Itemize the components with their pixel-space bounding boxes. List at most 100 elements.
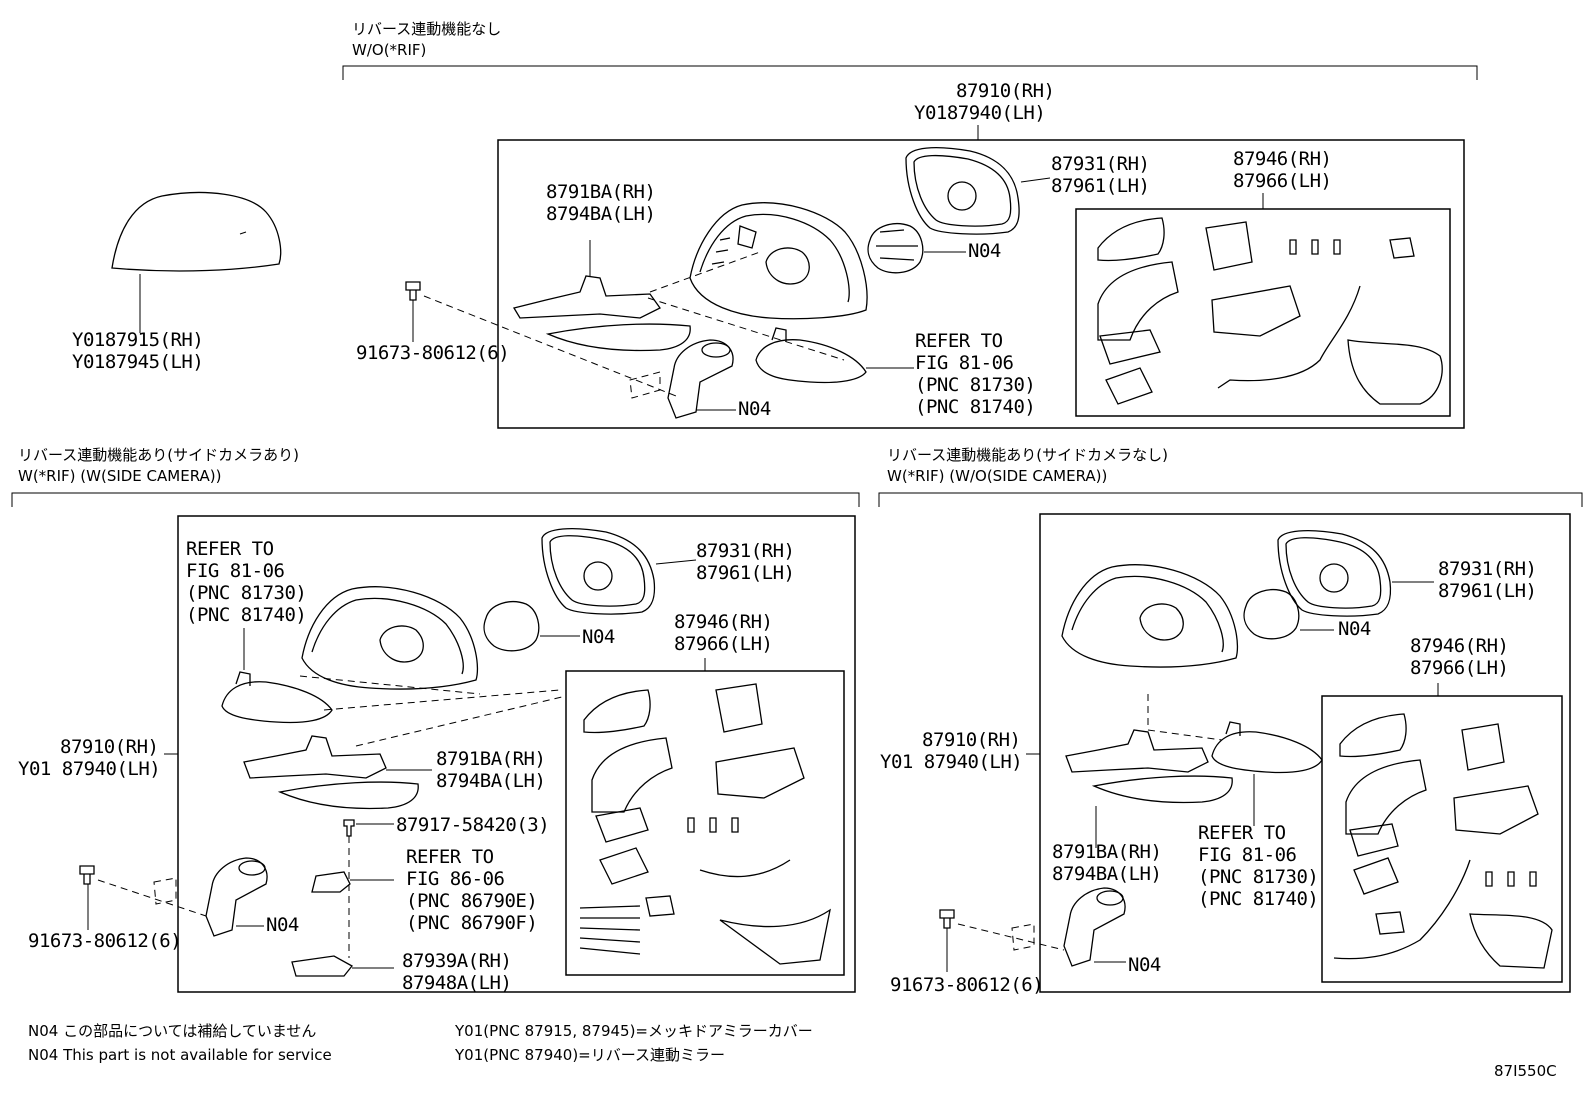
top-housing-drawing [689,202,868,320]
right-harness-box [1321,695,1563,983]
top-refer-line-1: REFER TO [915,330,1003,352]
right-housing-drawing [1061,564,1239,668]
top-actuator-drawing [867,223,966,274]
top-lamp-drawing [755,327,914,384]
top-refer-line-2: FIG 81-06 [915,352,1014,374]
top-visor-label-lh[interactable]: 8794BA(LH) [546,203,656,225]
left-camera-cover-label-rh[interactable]: 87939A(RH) [402,950,512,972]
right-heading-en: W(*RIF) (W/O(SIDE CAMERA)) [887,467,1108,485]
top-heading-jp: リバース連動機能なし [352,20,502,38]
top-screw-drawing [405,251,845,399]
left-refer-lamp-line-1: REFER TO [186,538,274,560]
mirror-cover-drawing [111,191,282,333]
figure-id: 87I550C [1494,1062,1557,1080]
right-actuator-drawing [1243,589,1334,640]
top-actuator-n04[interactable]: N04 [968,240,1001,262]
top-assembly-box [497,139,1465,429]
left-assembly-label-lh[interactable]: Y01 87940(LH) [18,758,161,780]
left-harness-label-lh[interactable]: 87966(LH) [674,633,773,655]
left-base-n04[interactable]: N04 [266,914,299,936]
top-harness-label-rh[interactable]: 87946(RH) [1233,148,1332,170]
left-refer-lamp-line-3[interactable]: (PNC 81730) [186,582,307,604]
right-harness-label-rh[interactable]: 87946(RH) [1410,635,1509,657]
right-actuator-n04[interactable]: N04 [1338,618,1371,640]
top-glass-label-lh[interactable]: 87961(LH) [1051,175,1150,197]
right-screw-label[interactable]: 91673-80612(6) [890,974,1044,996]
right-assembly-box [1039,513,1571,993]
right-refer-line-3[interactable]: (PNC 81730) [1198,866,1319,888]
right-visor-label-lh[interactable]: 8794BA(LH) [1052,863,1162,885]
right-base-n04[interactable]: N04 [1128,954,1161,976]
left-heading-en: W(*RIF) (W(SIDE CAMERA)) [18,467,222,485]
cover-label-lh[interactable]: Y0187945(LH) [72,351,204,373]
left-refer-camera-note: REFER TO FIG 86-06 (PNC 86790E) (PNC 867… [406,846,538,934]
right-glass-label-lh[interactable]: 87961(LH) [1438,580,1537,602]
left-actuator-drawing [483,601,580,652]
top-visor-drawing [512,240,691,352]
left-refer-camera-line-3[interactable]: (PNC 86790E) [406,890,538,912]
left-refer-lamp-line-4[interactable]: (PNC 81740) [186,604,307,626]
right-screw-drawing [939,909,1065,972]
left-visor-label-rh[interactable]: 8791BA(RH) [436,748,546,770]
left-refer-camera-line-2: FIG 86-06 [406,868,505,890]
top-base-n04[interactable]: N04 [738,398,771,420]
top-harness-parts [1097,217,1443,405]
left-harness-label-rh[interactable]: 87946(RH) [674,611,773,633]
note-y01-cover: Y01(PNC 87915, 87945)=メッキドアミラーカバー [455,1022,813,1040]
left-heading-jp: リバース連動機能あり(サイドカメラあり) [18,446,299,464]
left-assembly-label-rh[interactable]: 87910(RH) [60,736,159,758]
section-bracket-right [878,492,1583,507]
left-refer-lamp-note: REFER TO FIG 81-06 (PNC 81730) (PNC 8174… [186,538,307,626]
top-refer-line-4[interactable]: (PNC 81740) [915,396,1036,418]
top-glass-label-rh[interactable]: 87931(RH) [1051,153,1150,175]
top-assembly-label-rh[interactable]: 87910(RH) [956,80,1055,102]
left-actuator-n04[interactable]: N04 [582,626,615,648]
right-visor-drawing [1065,694,1233,848]
top-visor-label-rh[interactable]: 8791BA(RH) [546,181,656,203]
left-glass-drawing [541,528,697,615]
note-y01-mirror: Y01(PNC 87940)=リバース連動ミラー [455,1046,725,1064]
right-visor-label-rh[interactable]: 8791BA(RH) [1052,841,1162,863]
left-glass-label-rh[interactable]: 87931(RH) [696,540,795,562]
top-assembly-label-lh[interactable]: Y0187940(LH) [914,102,1046,124]
top-refer-line-3[interactable]: (PNC 81730) [915,374,1036,396]
left-refer-camera-line-4[interactable]: (PNC 86790F) [406,912,538,934]
section-bracket-left [11,492,860,507]
top-screw-label[interactable]: 91673-80612(6) [356,342,510,364]
left-camera-cover-label-lh[interactable]: 87948A(LH) [402,972,512,994]
top-base-drawing [667,339,736,419]
right-harness-label-lh[interactable]: 87966(LH) [1410,657,1509,679]
left-refer-camera-line-1: REFER TO [406,846,494,868]
left-glass-label-lh[interactable]: 87961(LH) [696,562,795,584]
section-bracket-top [342,65,1478,80]
right-refer-note: REFER TO FIG 81-06 (PNC 81730) (PNC 8174… [1198,822,1319,910]
note-n04-en: N04 This part is not available for servi… [28,1046,332,1064]
top-harness-label-lh[interactable]: 87966(LH) [1233,170,1332,192]
right-refer-line-4[interactable]: (PNC 81740) [1198,888,1319,910]
left-harness-parts [579,683,831,965]
right-harness-parts [1333,713,1553,969]
right-assembly-label-lh[interactable]: Y01 87940(LH) [880,751,1023,773]
top-heading-en: W/O(*RIF) [352,41,427,59]
right-refer-line-2: FIG 81-06 [1198,844,1297,866]
left-screw-drawing [79,865,207,930]
left-housing-drawing [301,586,479,690]
right-refer-line-1: REFER TO [1198,822,1286,844]
top-refer-note: REFER TO FIG 81-06 (PNC 81730) (PNC 8174… [915,330,1036,418]
left-screw-label[interactable]: 91673-80612(6) [28,930,182,952]
right-assembly-label-rh[interactable]: 87910(RH) [922,729,1021,751]
right-glass-drawing [1277,530,1434,617]
right-base-drawing [1063,887,1126,967]
top-glass-drawing [905,147,1051,235]
right-lamp-drawing [1211,721,1323,826]
left-base-drawing [205,857,268,937]
left-refer-lamp-line-2: FIG 81-06 [186,560,285,582]
left-camera-screw-label[interactable]: 87917-58420(3) [396,814,550,836]
left-visor-drawing [243,695,567,810]
right-glass-label-rh[interactable]: 87931(RH) [1438,558,1537,580]
left-visor-label-lh[interactable]: 8794BA(LH) [436,770,546,792]
cover-label-rh[interactable]: Y0187915(RH) [72,329,204,351]
right-heading-jp: リバース連動機能あり(サイドカメラなし) [887,446,1168,464]
left-lamp-drawing [221,628,561,724]
